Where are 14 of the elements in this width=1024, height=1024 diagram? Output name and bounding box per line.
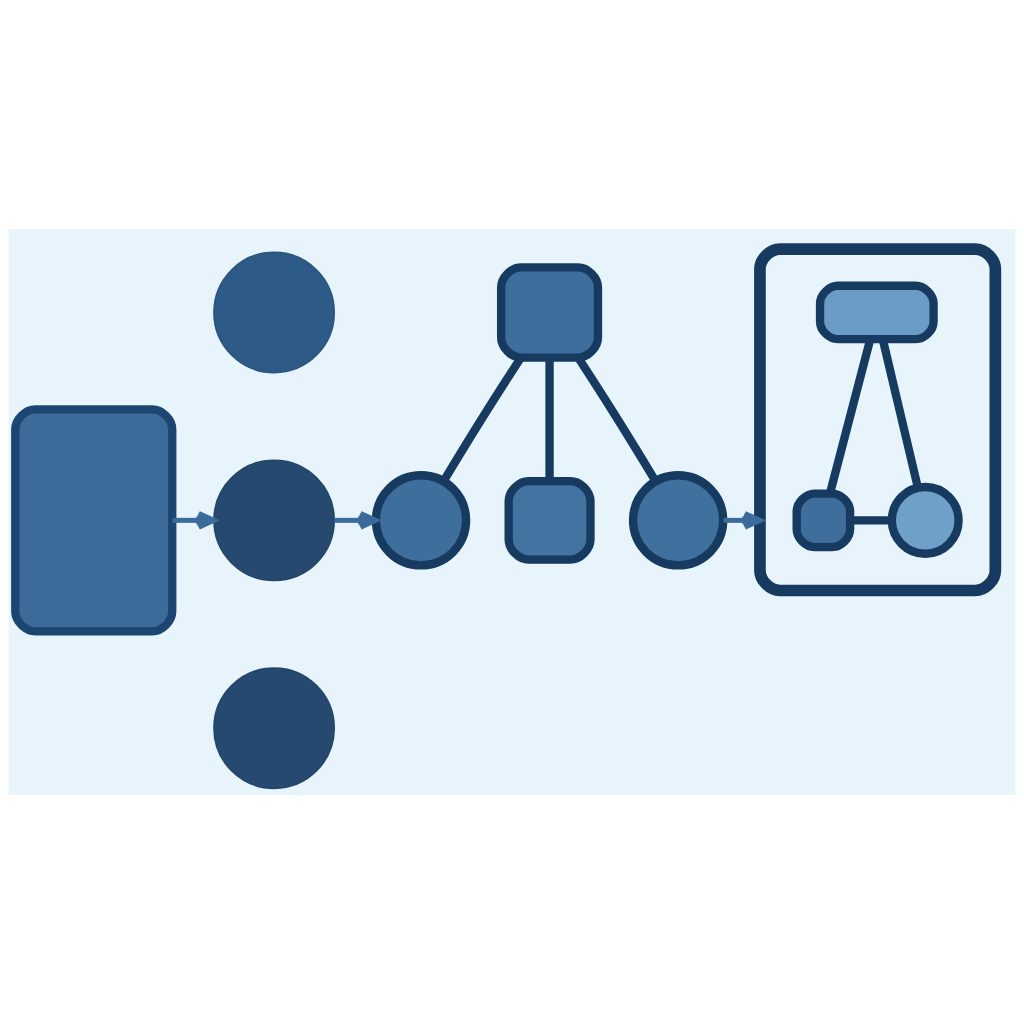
arrow [334,511,379,530]
node-box [11,405,177,636]
node-circle [213,251,336,374]
node-box [815,281,938,344]
node-circle [213,459,336,582]
node-circle [371,471,471,570]
node-box [504,476,595,564]
node-box [792,489,855,552]
node-circle [628,471,728,570]
arrow [723,511,763,530]
node-box [496,263,603,362]
arrow [172,511,217,530]
node-circle [887,482,963,558]
node-circle [213,667,336,790]
